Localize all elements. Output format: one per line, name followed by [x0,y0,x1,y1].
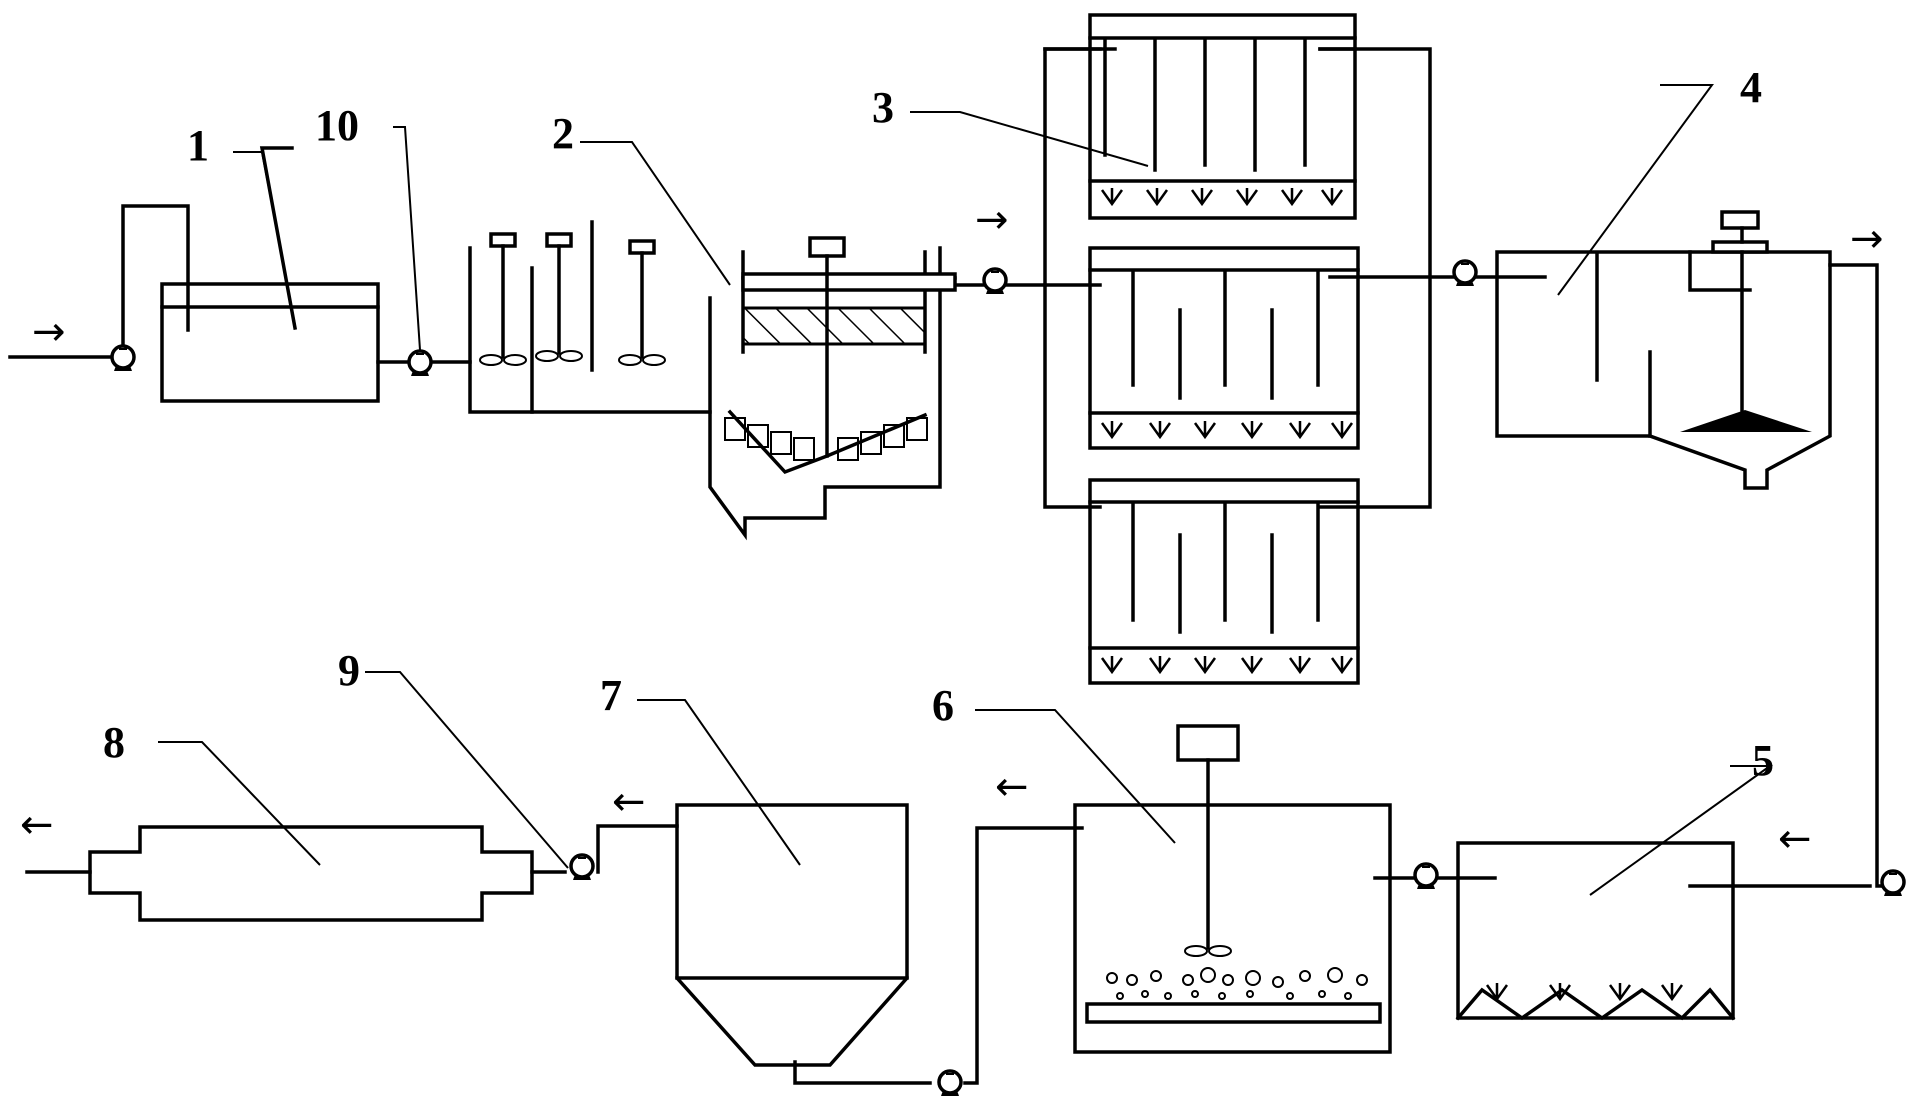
label-7: 7 [600,671,622,720]
label-9: 9 [338,646,360,695]
flow-arrow-right: → [32,309,66,355]
flow-arrow-right: → [1850,216,1884,262]
label-8: 8 [103,718,125,767]
pumps [110,259,1906,1098]
hopper-settling-tank [675,803,909,1067]
leader-lines [158,84,1774,896]
equalization-tank [160,146,380,403]
reaction-tank-with-stirrer [1073,724,1392,1054]
label-3: 3 [872,83,894,132]
label-1: 1 [187,121,209,170]
membrane-module [88,825,534,922]
flow-arrow-left: ← [612,779,646,825]
coagulation-sedimentation-unit [468,220,957,541]
secondary-clarifier [1495,210,1832,490]
label-2: 2 [552,109,574,158]
label-4: 4 [1740,63,1762,112]
flow-arrows: → → → ← ← ← ← [20,197,1884,862]
flow-arrow-right: → [975,197,1009,243]
biological-reactor-top [1088,13,1357,220]
label-6: 6 [932,681,954,730]
unit-labels: 1 2 3 4 5 6 7 8 9 10 [103,63,1774,785]
flow-arrow-left: ← [20,802,54,848]
label-5: 5 [1752,736,1774,785]
aerated-filter-tank [1455,841,1736,1021]
biological-reactor-middle [1088,246,1360,450]
flow-arrow-left: ← [1778,816,1812,862]
process-piping [8,47,1884,1085]
biological-reactor-bottom [1088,478,1360,685]
label-10: 10 [315,101,359,150]
flow-arrow-left: ← [995,764,1029,810]
